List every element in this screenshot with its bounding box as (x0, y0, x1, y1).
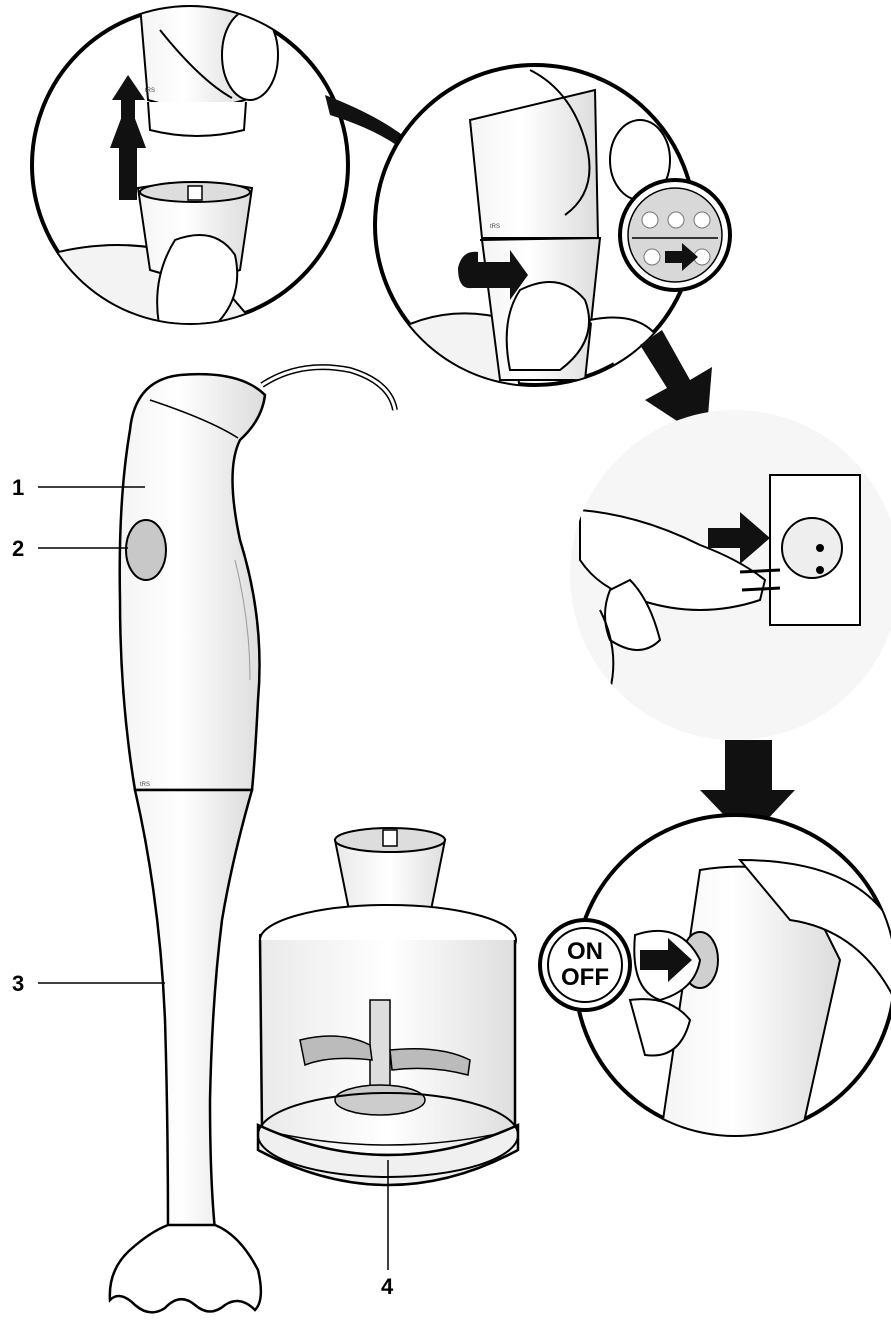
step-detach-panel: tRS (30, 5, 348, 330)
step-attach-panel: tRS (375, 60, 730, 390)
step-plug-in-panel (570, 410, 891, 740)
switch-button[interactable] (126, 520, 166, 580)
callout-shaft: 3 (12, 971, 165, 996)
on-label: ON (567, 938, 603, 965)
step-switch-on-panel: ON OFF (540, 815, 891, 1140)
callout-label-1: 1 (12, 475, 24, 500)
callout-label-2: 2 (12, 536, 24, 561)
svg-text:tRS: tRS (490, 224, 500, 230)
svg-text:tRS: tRS (145, 88, 155, 94)
alignment-indicator (620, 180, 730, 290)
callout-switch: 2 (12, 536, 128, 561)
off-label: OFF (561, 964, 609, 991)
callout-label-4: 4 (381, 1274, 394, 1299)
svg-text:tRS: tRS (140, 782, 150, 788)
chopper-attachment (258, 828, 518, 1185)
callout-label-3: 3 (12, 971, 24, 996)
on-off-badge: ON OFF (540, 920, 630, 1010)
